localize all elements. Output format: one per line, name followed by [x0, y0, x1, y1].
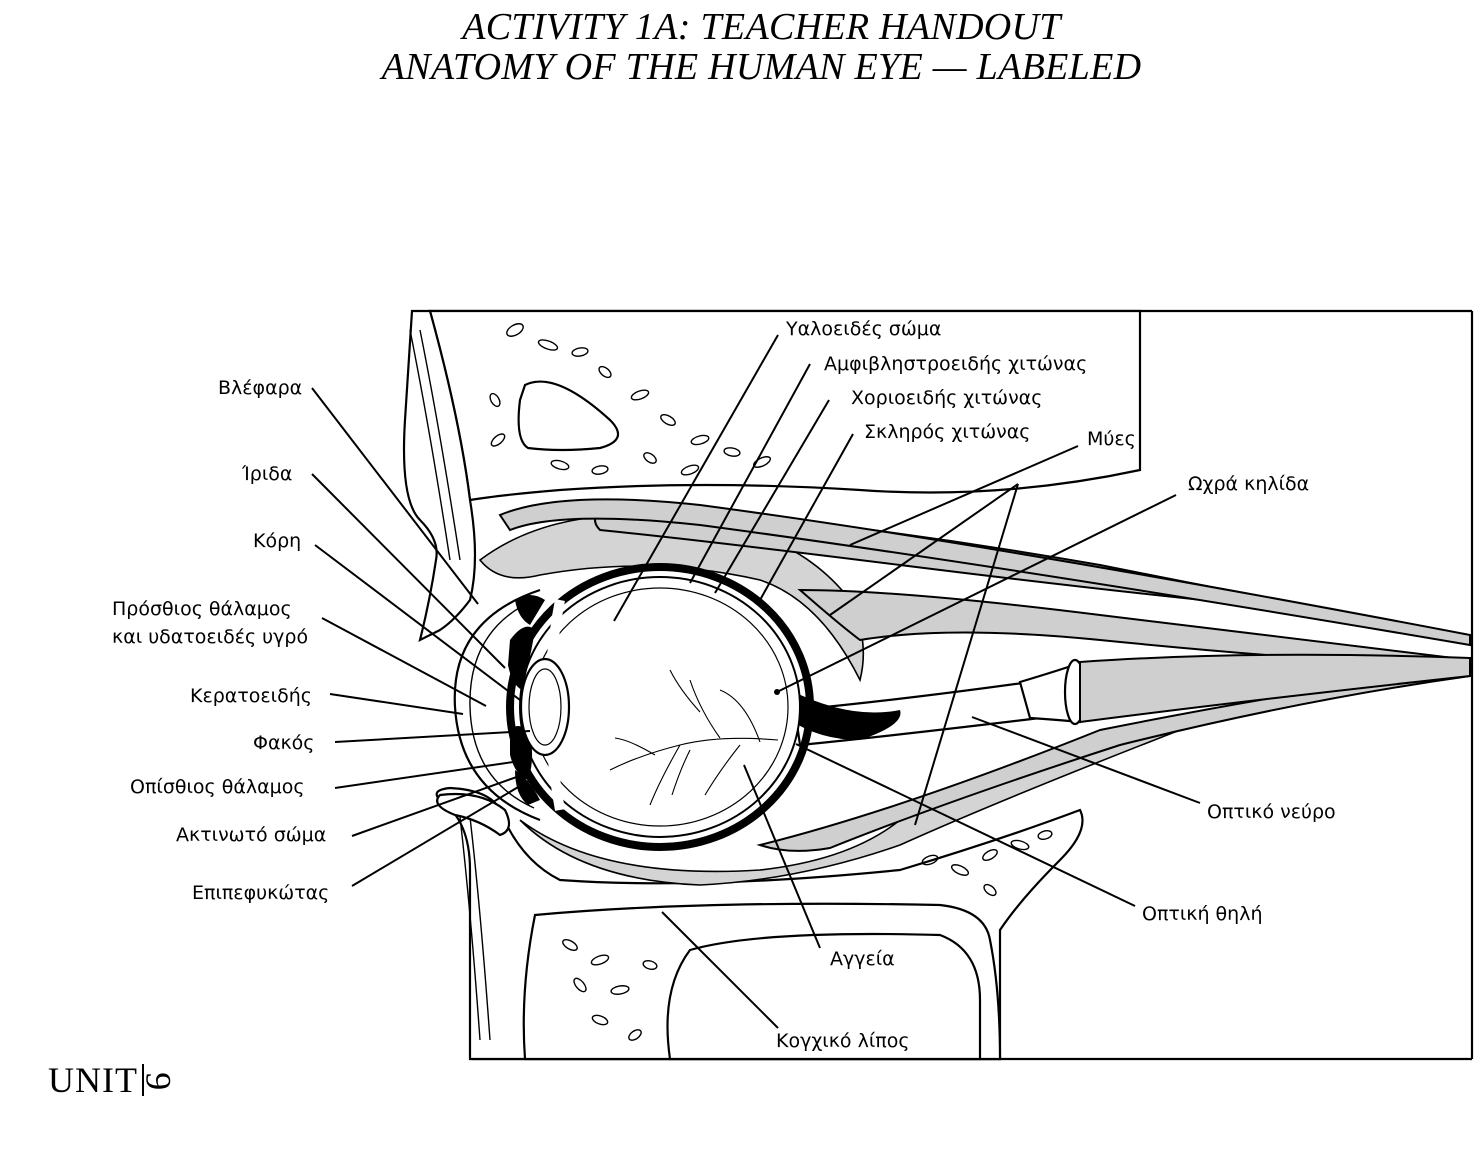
- unit-badge: UNIT9: [48, 1060, 178, 1100]
- extraocular-muscles: [498, 498, 1471, 852]
- label-macula: Ωχρά κηλίδα: [1188, 473, 1309, 495]
- leader-vessels: [743, 764, 821, 949]
- label-texts: Βλέφαρα Ίριδα Κόρη Πρόσθιος θάλαμος και …: [112, 318, 1336, 1052]
- leader-lens: [334, 730, 531, 743]
- lower-orbital-bone: [435, 786, 1084, 1061]
- label-vitreous-body: Υαλοειδές σώμα: [785, 318, 941, 340]
- iris-ciliary: [508, 595, 545, 805]
- label-vessels: Αγγεία: [830, 948, 895, 970]
- label-lens: Φακός: [253, 732, 314, 754]
- label-orbital-fat: Κογχικό λίπος: [776, 1030, 909, 1052]
- leader-sclera: [759, 433, 854, 601]
- leader-muscles-2: [829, 483, 1019, 616]
- label-anterior-chamber-line-1: Πρόσθιος θάλαμος: [112, 598, 292, 620]
- leader-iris: [311, 473, 506, 669]
- retinal-vessels: [609, 669, 779, 806]
- label-conjunctiva: Επιπεφυκώτας: [192, 882, 329, 904]
- leader-orbital-fat: [661, 911, 779, 1029]
- leader-eyelids: [311, 387, 479, 605]
- macula-dot: [774, 689, 780, 695]
- label-choroid: Χοριοειδής χιτώνας: [851, 387, 1042, 409]
- leader-optic-nerve: [971, 716, 1201, 804]
- lens: [519, 657, 571, 757]
- cornea: [453, 588, 541, 822]
- unit-number: 9: [138, 1072, 179, 1092]
- label-cornea: Κερατοειδής: [190, 685, 312, 707]
- label-optic-disc: Οπτική θηλή: [1142, 903, 1263, 925]
- upper-eyelid: [402, 309, 477, 643]
- handout-title-line-1: ACTIVITY 1A: TEACHER HANDOUT: [462, 6, 1061, 48]
- label-pupil: Κόρη: [253, 530, 301, 552]
- leader-macula: [776, 494, 1177, 693]
- label-muscles: Μύες: [1087, 428, 1136, 450]
- leader-choroid: [714, 399, 830, 594]
- label-retina: Αμφιβληστροειδής χιτώνας: [824, 353, 1087, 375]
- unit-word: UNIT: [48, 1060, 138, 1100]
- upper-orbital-bone: [428, 309, 1142, 502]
- label-posterior-chamber: Οπίσθιος θάλαμος: [130, 776, 305, 798]
- leader-optic-disc: [795, 743, 1136, 907]
- leader-muscles-1: [849, 445, 1079, 546]
- label-eyelids: Βλέφαρα: [218, 377, 302, 399]
- leader-posterior-chamber: [334, 760, 521, 789]
- label-sclera: Σκληρός χιτώνας: [864, 421, 1030, 443]
- leader-vitreous-body: [613, 334, 779, 622]
- leader-anterior-chamber: [321, 617, 487, 707]
- unit-divider: [141, 1064, 144, 1096]
- leader-muscles-3: [914, 483, 1019, 826]
- leader-conjunctiva: [351, 779, 531, 887]
- leader-retina: [689, 363, 811, 584]
- label-ciliary-body: Ακτινωτό σώμα: [176, 824, 326, 846]
- label-iris: Ίριδα: [241, 463, 292, 485]
- leader-lines: [311, 334, 1201, 1029]
- label-optic-nerve: Οπτικό νεύρο: [1207, 801, 1336, 823]
- label-anterior-chamber-line-2: και υδατοειδές υγρό: [112, 626, 308, 648]
- handout-title-line-2: ANATOMY OF THE HUMAN EYE — LABELED: [381, 46, 1142, 88]
- leader-pupil: [314, 544, 521, 701]
- leader-cornea: [329, 693, 464, 715]
- leader-ciliary-body: [351, 773, 526, 837]
- optic-nerve: [790, 653, 1471, 747]
